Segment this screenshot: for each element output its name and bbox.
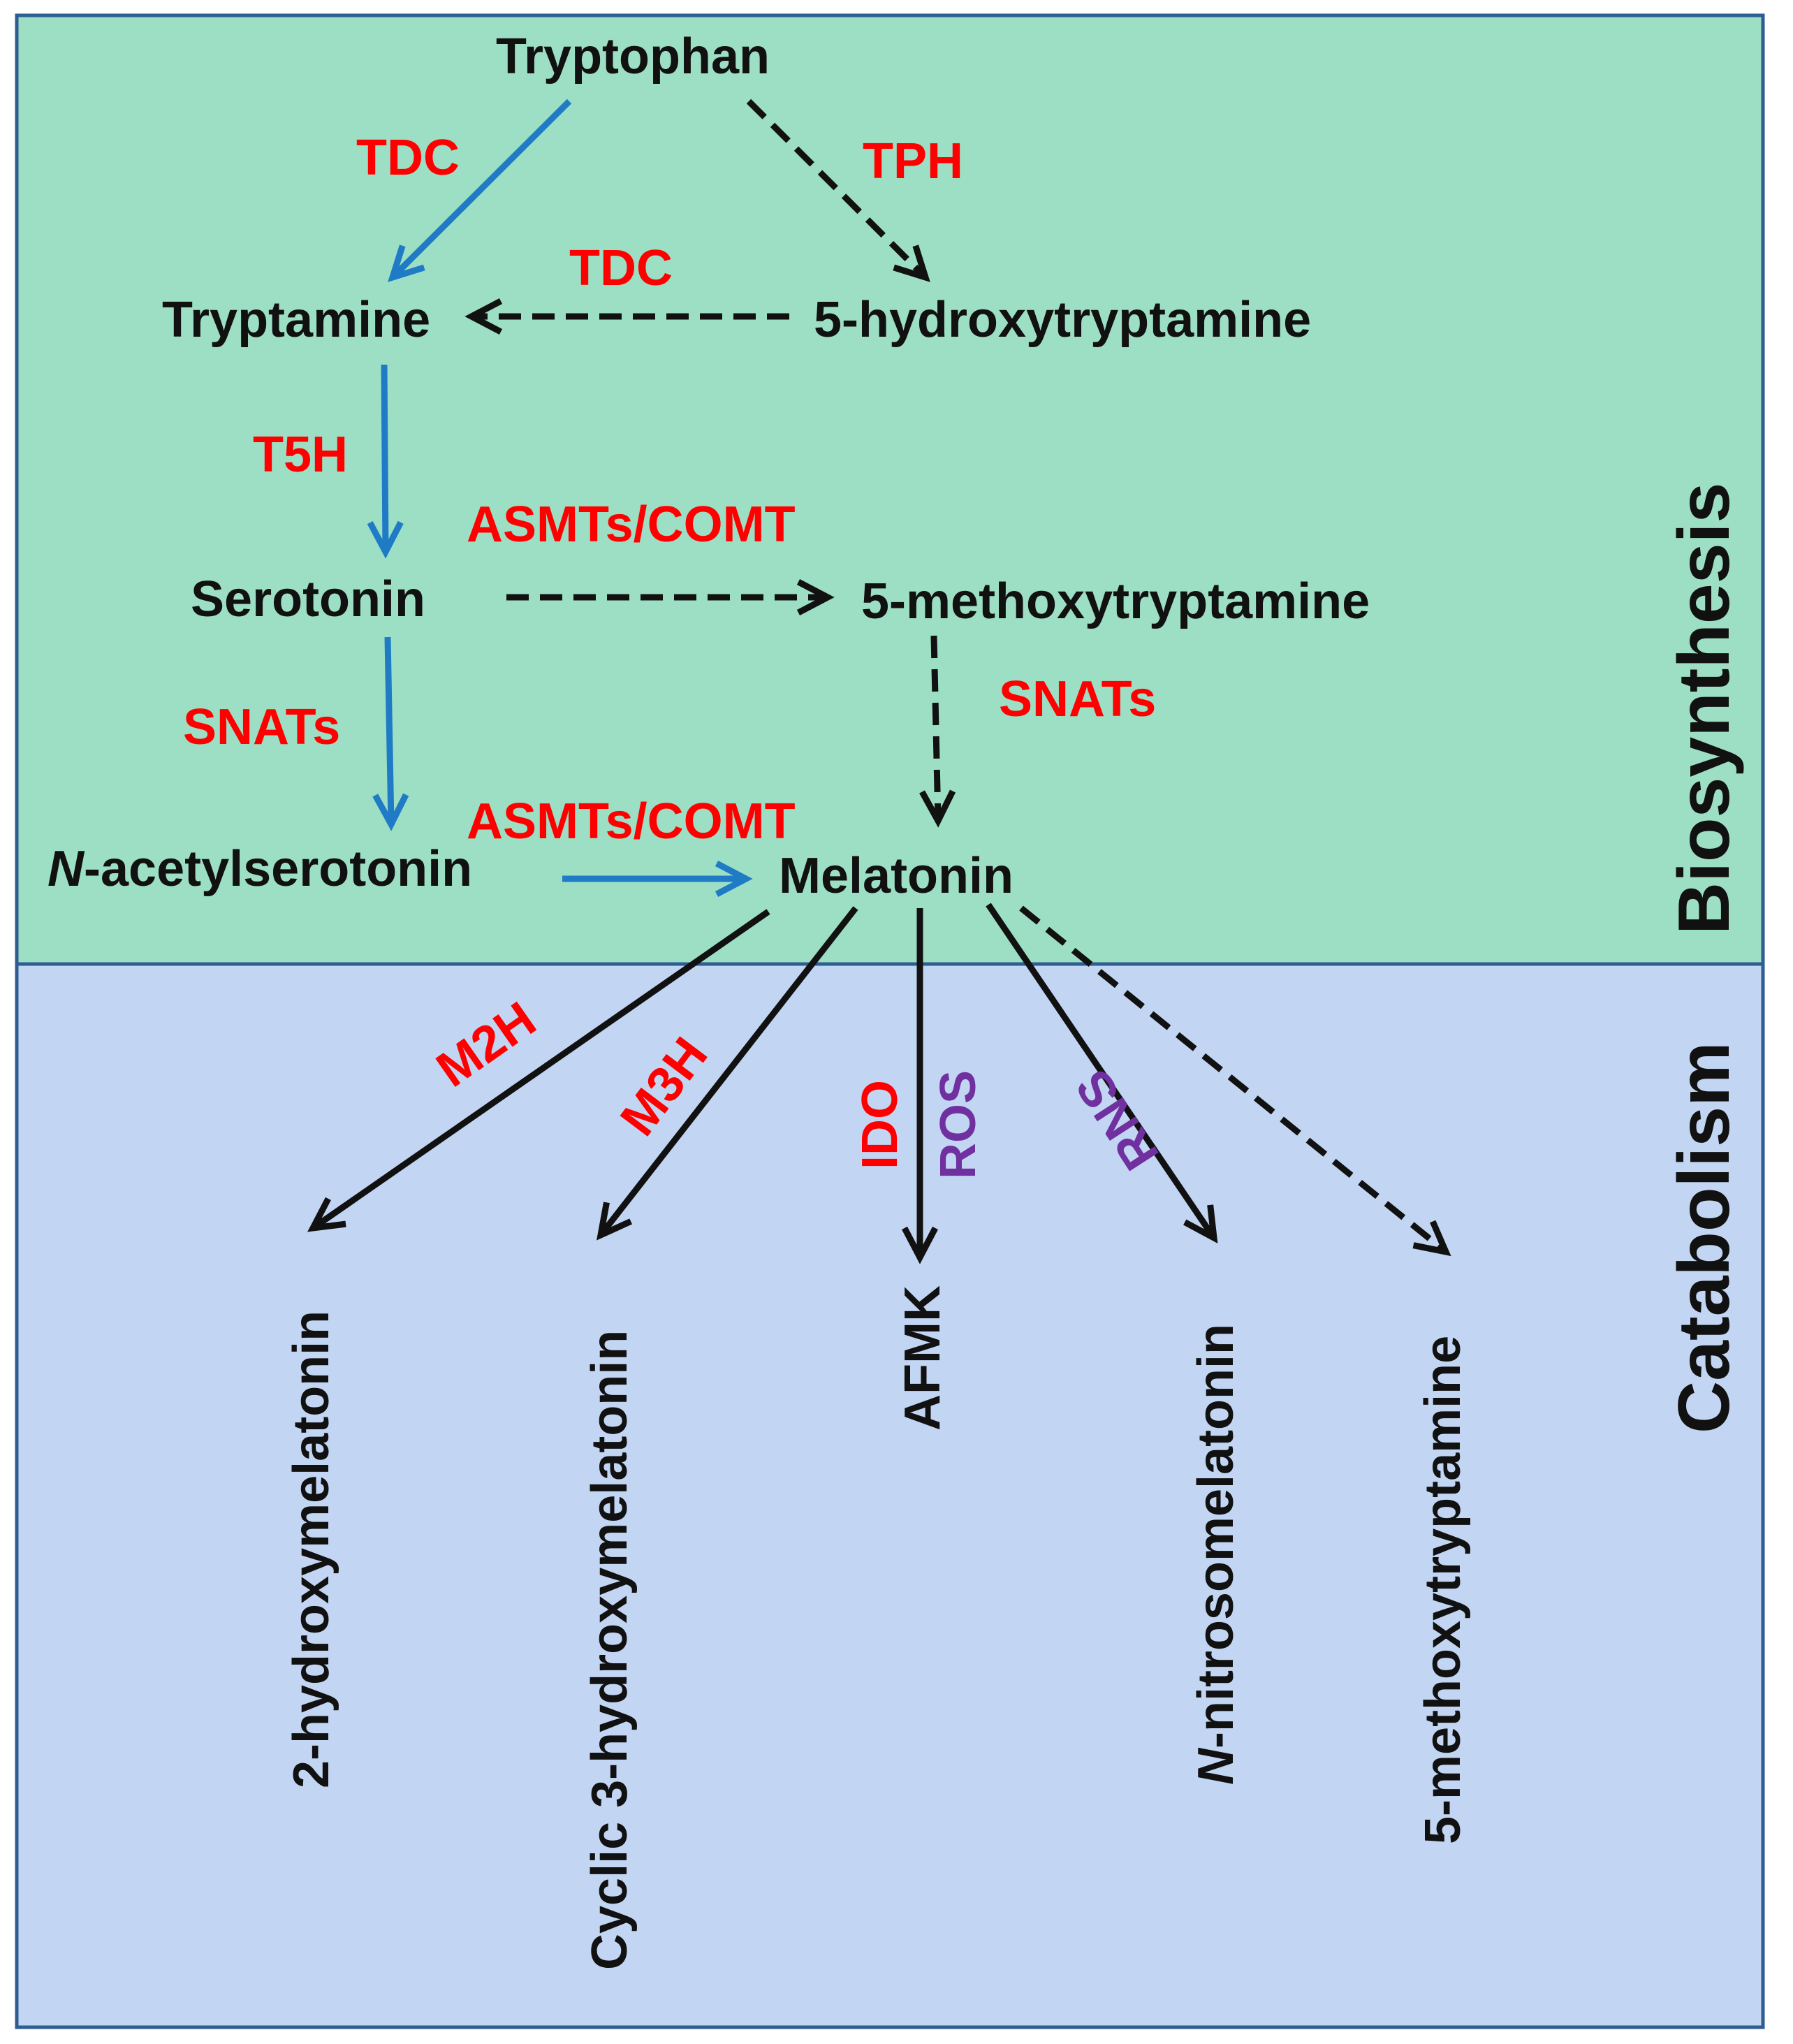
- n-nitrosomelatonin-name: -nitrosomelatonin: [1188, 1324, 1244, 1749]
- arrow-melatonin-to-n-nitrosomelatonin: [986, 903, 1218, 1244]
- compound-cyclic-3-hydroxymelatonin: Cyclic 3-hydroxymelatonin: [582, 1330, 638, 1970]
- compound-n-nitrosomelatonin: N-nitrosomelatonin: [1188, 1324, 1244, 1785]
- enzyme-tdc-lower: TDC: [569, 240, 673, 296]
- compound-5-methoxytryptamine: 5-methoxytryptamine: [861, 574, 1370, 629]
- arrow-tryptophan-to-tryptamine: [388, 98, 572, 282]
- arrow-melatonin-to-5-methoxytryptamine-cat: [1019, 905, 1451, 1257]
- compound-5-hydroxytryptamine: 5-hydroxytryptamine: [814, 292, 1311, 348]
- enzyme-ros: ROS: [930, 1070, 986, 1179]
- compound-n-acetylserotonin: N-acetylserotonin: [47, 841, 472, 897]
- enzyme-snats-left: SNATs: [183, 699, 340, 755]
- section-label-biosynthesis: Biosynthesis: [1664, 483, 1745, 935]
- enzyme-asmts-comt-upper: ASMTs/COMT: [467, 497, 796, 553]
- compound-tryptamine: Tryptamine: [162, 292, 430, 348]
- enzyme-snats-right: SNATs: [999, 671, 1156, 727]
- n-prefix: N: [1188, 1747, 1244, 1785]
- enzyme-ido: IDO: [852, 1080, 908, 1169]
- arrow-tryptamine-to-serotonin: [367, 364, 404, 559]
- enzyme-asmts-comt-lower: ASMTs/COMT: [467, 794, 796, 849]
- section-label-catabolism: Catabolism: [1664, 1042, 1745, 1433]
- enzyme-tph: TPH: [863, 133, 963, 189]
- compound-afmk: AFMK: [895, 1285, 951, 1431]
- catabolism-panel: [15, 962, 1765, 2029]
- enzyme-t5h: T5H: [253, 427, 348, 483]
- arrow-5-methoxytryptamine-to-melatonin: [919, 635, 956, 828]
- arrow-melatonin-to-2-hydroxymelatonin: [307, 909, 770, 1232]
- arrow-tryptophan-to-5-hydroxytryptamine: [746, 98, 930, 282]
- compound-2-hydroxymelatonin: 2-hydroxymelatonin: [284, 1311, 339, 1788]
- n-prefix: N: [47, 841, 85, 897]
- compound-serotonin: Serotonin: [191, 571, 425, 627]
- biosynthesis-panel: [15, 13, 1765, 966]
- arrow-melatonin-to-cyclic-3-hydroxymelatonin: [597, 906, 858, 1241]
- compound-5-methoxytryptamine-catabolic: 5-methoxytryptamine: [1415, 1336, 1471, 1844]
- n-acetylserotonin-name: -acetylserotonin: [84, 841, 472, 897]
- compound-melatonin: Melatonin: [779, 848, 1013, 904]
- enzyme-tdc-upper: TDC: [356, 130, 460, 186]
- compound-tryptophan: Tryptophan: [496, 29, 770, 85]
- arrow-serotonin-to-n-acetylserotonin: [372, 636, 409, 831]
